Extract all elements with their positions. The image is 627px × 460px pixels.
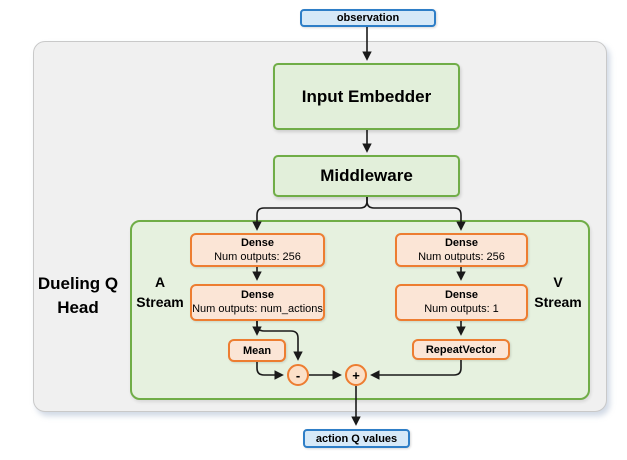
input-embedder-node: Input Embedder xyxy=(273,63,460,130)
middleware-node: Middleware xyxy=(273,155,460,197)
mean-node: Mean xyxy=(228,339,286,362)
action-q-values-node: action Q values xyxy=(303,429,410,448)
a-stream-dense2-title: Dense xyxy=(240,289,275,301)
v-stream-dense1-title: Dense xyxy=(444,236,479,249)
dueling-q-head-label-line1: Dueling Q xyxy=(37,274,119,293)
action-q-values-label: action Q values xyxy=(315,432,398,445)
a-stream-dense1-subtitle: Num outputs: 256 xyxy=(214,250,301,263)
v-stream-dense2-subtitle: Num outputs: 1 xyxy=(424,303,499,315)
minus-operator-node: - xyxy=(287,364,309,386)
observation-node: observation xyxy=(300,9,436,27)
v-stream-dense2-title: Dense xyxy=(444,289,479,301)
middleware-label: Middleware xyxy=(320,166,413,185)
v-stream-dense1-node: Dense Num outputs: 256 xyxy=(395,233,528,267)
v-stream-dense2-node: Dense Num outputs: 1 xyxy=(395,284,528,321)
dueling-q-head-label: Dueling Q Head xyxy=(22,272,134,320)
dueling-q-head-label-line2: Head xyxy=(57,298,99,317)
a-stream-label-line2: Stream xyxy=(136,294,184,310)
observation-label: observation xyxy=(336,12,400,24)
v-stream-label-line2: Stream xyxy=(534,294,582,310)
a-stream-dense2-node: Dense Num outputs: num_actions xyxy=(190,284,325,321)
minus-operator-label: - xyxy=(295,367,301,383)
v-stream-dense1-subtitle: Num outputs: 256 xyxy=(418,250,505,263)
a-stream-label: A Stream xyxy=(130,272,190,312)
a-stream-label-line1: A xyxy=(154,274,166,290)
input-embedder-label: Input Embedder xyxy=(301,86,432,106)
a-stream-dense2-subtitle: Num outputs: num_actions xyxy=(192,303,323,315)
v-stream-label: V Stream xyxy=(526,272,590,312)
mean-label: Mean xyxy=(242,344,272,357)
repeat-vector-node: RepeatVector xyxy=(412,339,510,360)
plus-operator-node: + xyxy=(345,364,367,386)
a-stream-dense1-title: Dense xyxy=(240,236,275,249)
a-stream-dense1-node: Dense Num outputs: 256 xyxy=(190,233,325,267)
plus-operator-label: + xyxy=(352,367,360,383)
repeat-vector-label: RepeatVector xyxy=(425,343,497,356)
v-stream-label-line1: V xyxy=(553,274,563,290)
